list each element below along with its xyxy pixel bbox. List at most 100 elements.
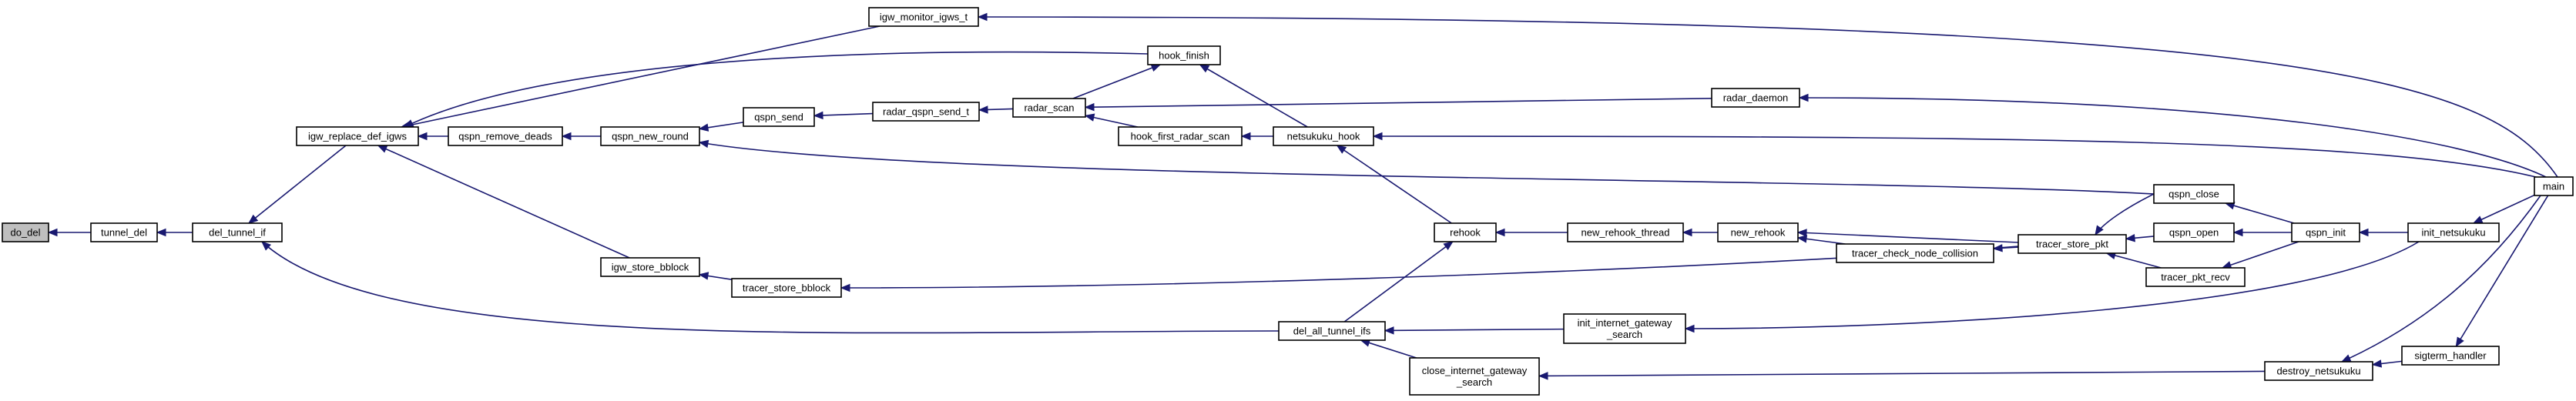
node-qspn_remove_deads[interactable]: qspn_remove_deads: [448, 126, 563, 146]
arrowhead: [698, 272, 709, 280]
edge-tracer_check_node_collision-to-new_rehook: [1796, 235, 1846, 245]
node-close_internet_gateway_search[interactable]: close_internet_gateway_search: [1409, 357, 1540, 396]
node-label: close_internet_gateway: [1422, 365, 1528, 376]
node-main[interactable]: main: [2534, 176, 2574, 196]
node-igw_store_bblock[interactable]: igw_store_bblock: [600, 257, 700, 277]
edge-tracer_store_pkt-to-tracer_check_node_collision: [1992, 244, 2019, 252]
arrowhead: [1798, 93, 1809, 102]
arrowhead: [1199, 64, 1210, 73]
node-del_tunnel_if[interactable]: del_tunnel_if: [192, 222, 283, 242]
node-label: _search: [1456, 376, 1492, 388]
node-box: [1012, 98, 1086, 118]
edge-line: [813, 112, 874, 117]
node-box: [2, 222, 49, 242]
edge-line: [699, 142, 2155, 195]
node-del_all_tunnel_ifs[interactable]: del_all_tunnel_ifs: [1278, 321, 1386, 341]
node-box: [1563, 313, 1686, 344]
edge-close_internet_gateway_search-to-del_all_tunnel_ifs: [1360, 339, 1417, 359]
node-label: qspn_new_round: [612, 131, 689, 142]
edge-tracer_store_bblock-to-igw_store_bblock: [698, 272, 733, 280]
node-qspn_open[interactable]: qspn_open: [2153, 222, 2235, 242]
node-tracer_store_pkt[interactable]: tracer_store_pkt: [2018, 234, 2127, 254]
edge-qspn_init-to-qspn_open: [2232, 228, 2292, 237]
node-label: new_rehook_thread: [1581, 227, 1670, 239]
edge-new_rehook-to-new_rehook_thread: [1682, 228, 1718, 237]
node-qspn_close[interactable]: qspn_close: [2153, 184, 2235, 204]
edge-igw_store_bblock-to-igw_replace_def_igws: [377, 145, 630, 259]
node-label: qspn_open: [2169, 227, 2219, 239]
edge-main-to-init_netsukuku: [2472, 194, 2535, 224]
edge-tracer_store_pkt-to-new_rehook: [1796, 229, 2019, 243]
node-qspn_init[interactable]: qspn_init: [2291, 222, 2360, 242]
node-radar_qspn_send_t[interactable]: radar_qspn_send_t: [872, 102, 980, 122]
edge-radar_scan-to-hook_finish: [1072, 64, 1162, 99]
node-tracer_pkt_recv[interactable]: tracer_pkt_recv: [2145, 267, 2246, 287]
arrowhead: [2371, 359, 2383, 368]
node-label: hook_finish: [1159, 50, 1209, 62]
arrowhead: [840, 283, 850, 292]
arrowhead: [377, 145, 388, 153]
node-box: [2407, 222, 2500, 242]
node-do_del[interactable]: do_del: [2, 222, 49, 242]
node-label: sigterm_handler: [2414, 350, 2487, 362]
node-tracer_check_node_collision[interactable]: tracer_check_node_collision: [1836, 243, 1994, 263]
node-box: [192, 222, 283, 242]
edge-init_netsukuku-to-init_internet_gateway_search: [1684, 241, 2420, 333]
node-box: [2018, 234, 2127, 254]
edge-tracer_pkt_recv-to-tracer_store_pkt: [2105, 251, 2162, 269]
node-label: destroy_netsukuku: [2276, 366, 2360, 377]
node-tunnel_del[interactable]: tunnel_del: [90, 222, 158, 242]
node-new_rehook_thread[interactable]: new_rehook_thread: [1567, 222, 1684, 242]
arrowhead: [1084, 113, 1095, 122]
edge-line: [2106, 252, 2162, 269]
node-igw_monitor_igws_t[interactable]: igw_monitor_igws_t: [868, 7, 979, 27]
node-box: [600, 126, 700, 146]
node-box: [2401, 346, 2500, 366]
edge-del_tunnel_if-to-tunnel_del: [156, 228, 193, 237]
arrowhead: [1796, 235, 1808, 243]
edge-line: [1343, 241, 1454, 322]
node-hook_first_radar_scan[interactable]: hook_first_radar_scan: [1118, 126, 1243, 146]
node-netsukuku_hook[interactable]: netsukuku_hook: [1273, 126, 1374, 146]
node-sigterm_handler[interactable]: sigterm_handler: [2401, 346, 2500, 366]
node-rehook[interactable]: rehook: [1434, 222, 1497, 242]
edge-tunnel_del-to-do_del: [47, 228, 91, 237]
node-box: [2264, 361, 2373, 381]
node-label: qspn_init: [2306, 227, 2346, 239]
node-hook_finish[interactable]: hook_finish: [1147, 45, 1221, 65]
node-label: tracer_store_bblock: [743, 282, 831, 294]
node-label: init_netsukuku: [2421, 227, 2485, 239]
node-box: [2534, 176, 2574, 196]
node-radar_scan[interactable]: radar_scan: [1012, 98, 1086, 118]
node-label: qspn_close: [2168, 189, 2219, 200]
node-box: [1567, 222, 1684, 242]
arrowhead: [1538, 372, 1548, 380]
arrowhead: [813, 111, 823, 120]
node-qspn_send[interactable]: qspn_send: [743, 107, 815, 127]
node-qspn_new_round[interactable]: qspn_new_round: [600, 126, 700, 146]
edge-main-to-destroy_netsukuku: [2340, 195, 2541, 363]
edge-qspn_init-to-qspn_close: [2224, 202, 2295, 224]
node-label: tracer_store_pkt: [2036, 239, 2108, 250]
node-tracer_store_bblock[interactable]: tracer_store_bblock: [731, 278, 842, 298]
edge-qspn_new_round-to-qspn_remove_deads: [561, 132, 601, 141]
node-init_internet_gateway_search[interactable]: init_internet_gateway_search: [1563, 313, 1686, 344]
node-igw_replace_def_igws[interactable]: igw_replace_def_igws: [296, 126, 419, 146]
node-label: qspn_send: [754, 112, 803, 123]
node-new_rehook[interactable]: new_rehook: [1717, 222, 1799, 242]
node-label: init_internet_gateway: [1578, 317, 1672, 329]
edge-line: [1337, 145, 1452, 224]
arrowhead: [47, 228, 58, 237]
edge-new_rehook_thread-to-rehook: [1494, 228, 1568, 237]
arrowhead: [1684, 324, 1695, 333]
node-radar_daemon[interactable]: radar_daemon: [1711, 88, 1800, 108]
edge-init_internet_gateway_search-to-del_all_tunnel_ifs: [1384, 326, 1565, 335]
arrowhead: [1372, 132, 1383, 141]
node-box: [2145, 267, 2246, 287]
node-label: do_del: [10, 227, 40, 239]
edge-main-to-netsukuku_hook: [1372, 132, 2543, 179]
arrowhead: [1494, 228, 1505, 237]
node-init_netsukuku[interactable]: init_netsukuku: [2407, 222, 2500, 242]
node-destroy_netsukuku[interactable]: destroy_netsukuku: [2264, 361, 2373, 381]
